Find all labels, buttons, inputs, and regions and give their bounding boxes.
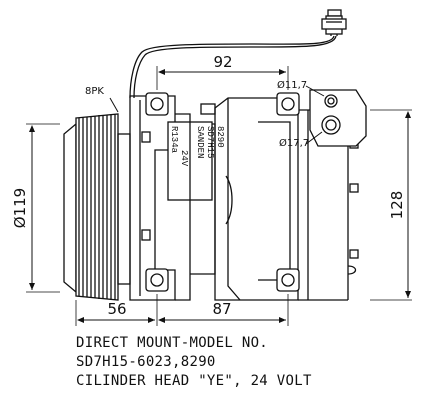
model-caption: DIRECT MOUNT-MODEL NO. SD7H15-6023,8290 …: [76, 334, 416, 391]
dim-bottom-right: 87: [212, 300, 231, 318]
plate-line-5: 24V: [179, 150, 189, 167]
caption-line-1: DIRECT MOUNT-MODEL NO.: [76, 335, 269, 351]
dim-top-width: 92: [213, 53, 232, 71]
extension-lines: [26, 66, 412, 326]
dimension-lines: [29, 69, 411, 323]
plate-line-1: SANDEN: [195, 126, 205, 158]
plate-line-3: 8290: [215, 126, 225, 148]
caption-line-2: SD7H15-6023,8290: [76, 354, 216, 370]
dim-height-right: 128: [388, 191, 406, 220]
hole-top-label: Ø11,7: [277, 79, 307, 91]
caption-line-3: CILINDER HEAD "YE", 24 VOLT: [76, 373, 312, 389]
hose-ports: [309, 89, 367, 147]
plate-line-4: R134a: [169, 126, 179, 154]
mounting-lug-top-right: [276, 92, 300, 116]
mounting-lug-bottom-right: [276, 268, 300, 292]
plate-line-2: SD7H15: [205, 126, 215, 158]
pulley: [63, 113, 131, 301]
plate-text: SANDEN SD7H15 8290 R134a 24V: [169, 126, 225, 167]
dim-pulley-diameter: Ø119: [11, 188, 29, 228]
name-plate: [167, 121, 213, 201]
hole-bottom-label: Ø17,7: [279, 137, 309, 149]
belt-label: 8PK: [85, 86, 104, 97]
mounting-lug-top-left: [145, 92, 169, 116]
dim-bottom-left: 56: [107, 300, 126, 318]
electric-connector: [129, 9, 347, 99]
mounting-lug-bottom-left: [145, 268, 169, 292]
